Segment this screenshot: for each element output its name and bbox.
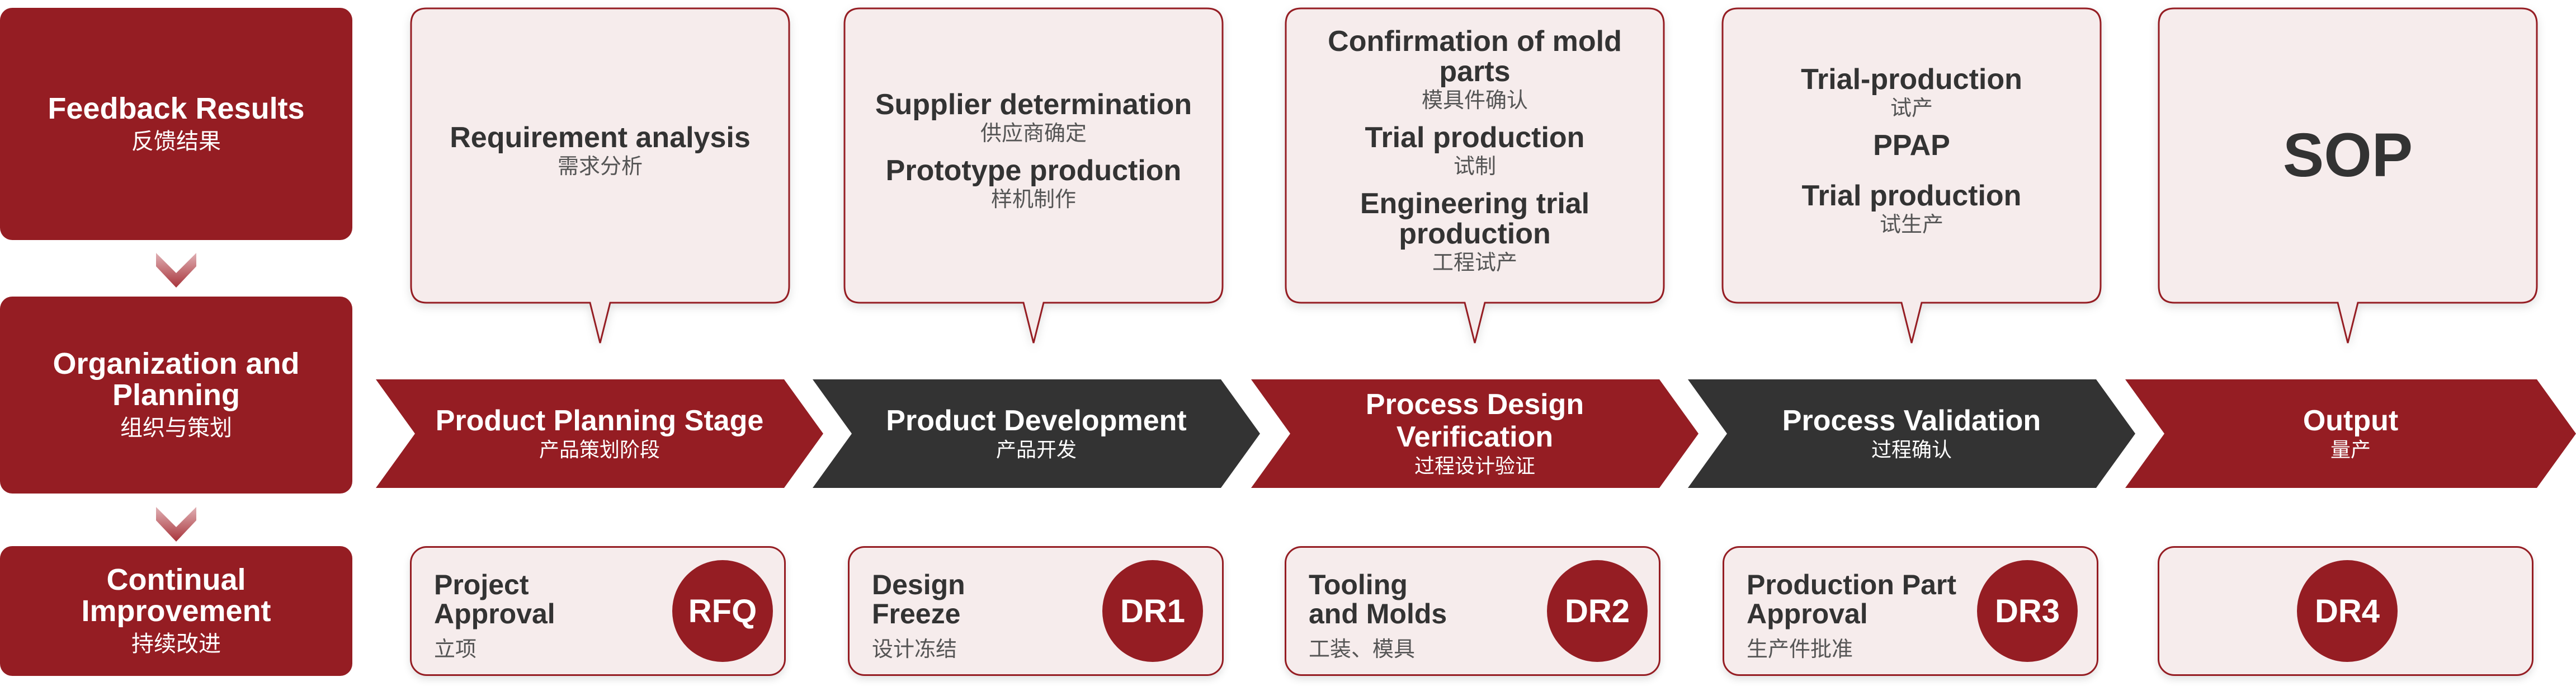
milestone-title-en: Tooling and Molds	[1309, 569, 1447, 629]
stage-arrow	[2125, 379, 2576, 488]
stage-title-en: Product Development	[886, 405, 1187, 437]
stage-arrow	[1251, 379, 1699, 488]
callout-shape	[1285, 7, 1665, 344]
milestone-badge: DR3	[1977, 560, 2078, 662]
milestone-badge: RFQ	[672, 560, 773, 662]
stage-arrow-band	[376, 379, 2576, 488]
callout-item-zh: 模具件确认	[1421, 89, 1528, 112]
side-box-feedback-results: Feedback Results 反馈结果	[0, 8, 352, 240]
side-title-zh: 持续改进	[131, 632, 221, 656]
callout-bubble: SOP	[2158, 7, 2538, 344]
stage-arrow	[1688, 379, 2135, 488]
callout-shape	[843, 7, 1224, 344]
callout-item-zh: 试制	[1453, 155, 1496, 178]
callout-item-en: Trial-production	[1801, 63, 2022, 96]
callout-item-en: Trial production	[1365, 121, 1585, 154]
side-title-en: Continual Improvement	[81, 563, 271, 628]
milestone-badge: DR1	[1102, 560, 1203, 662]
milestone-card: DR4	[2158, 546, 2533, 676]
callout-item-zh: 样机制作	[990, 188, 1076, 212]
callout-item-zh: 需求分析	[557, 155, 643, 178]
stage-label: Process Validation 过程确认	[1727, 379, 2096, 488]
callout-item-en: PPAP	[1873, 129, 1950, 162]
callout-item-zh: 工程试产	[1432, 251, 1517, 275]
milestone-badge: DR2	[1547, 560, 1648, 662]
callout-item-en: Engineering trial production	[1360, 187, 1590, 250]
stage-arrow	[813, 379, 1260, 488]
chevron-down-icon	[156, 507, 196, 542]
milestone-text: Design Freeze 设计冻结	[872, 570, 1017, 663]
milestone-title-zh: 生产件批准	[1747, 638, 1853, 661]
milestone-title-en: Production Part Approval	[1747, 569, 1957, 629]
callout-item-zh: 试产	[1890, 97, 1933, 120]
milestone-card: Production Part Approval 生产件批准 DR3	[1723, 546, 2098, 676]
side-title-en: Feedback Results	[48, 91, 305, 125]
callout-shape	[1721, 7, 2102, 344]
stage-label: Product Planning Stage 产品策划阶段	[415, 379, 784, 488]
milestone-card: Project Approval 立项 RFQ	[410, 546, 786, 676]
stage-title-en: Process Validation	[1782, 405, 2041, 437]
stage-title-zh: 量产	[2330, 438, 2371, 461]
stage-label: Process Design Verification 过程设计验证	[1290, 379, 1659, 488]
side-box-continual-improvement: Continual Improvement 持续改进	[0, 546, 352, 676]
callout-item-en: Supplier determination	[875, 88, 1192, 121]
milestone-title-en: Design Freeze	[872, 569, 965, 629]
callout-shape	[2158, 7, 2538, 344]
stage-title-zh: 过程设计验证	[1414, 454, 1535, 477]
milestone-card: Tooling and Molds 工装、模具 DR2	[1285, 546, 1660, 676]
callout-item-en: Requirement analysis	[450, 121, 751, 154]
milestone-title-zh: 设计冻结	[872, 638, 957, 661]
callout-content: SOP	[2158, 7, 2538, 304]
callout-item-en: Confirmation of mold parts	[1328, 25, 1622, 88]
stage-label: Product Development 产品开发	[852, 379, 1221, 488]
callout-shape	[410, 7, 790, 344]
callout-item-zh: 供应商确定	[980, 122, 1087, 145]
milestone-title-zh: 工装、模具	[1309, 638, 1416, 661]
milestone-title-en: Project Approval	[434, 569, 555, 629]
side-box-organization-planning: Organization and Planning 组织与策划	[0, 297, 352, 494]
callout-item-zh: 试生产	[1879, 213, 1943, 237]
side-title-zh: 组织与策划	[120, 416, 232, 440]
chevron-down-icon	[156, 253, 196, 288]
milestone-text: Project Approval 立项	[434, 570, 579, 663]
side-title-en: Organization and Planning	[53, 347, 300, 412]
stage-title-en: Process Design Verification	[1365, 388, 1584, 453]
milestone-text: Production Part Approval 生产件批准	[1747, 570, 1993, 663]
stage-label: Output 量产	[2164, 379, 2537, 488]
callout-item-en: Prototype production	[885, 154, 1182, 187]
stage-title-zh: 产品策划阶段	[539, 438, 660, 461]
stage-title-zh: 产品开发	[996, 438, 1077, 461]
side-title-zh: 反馈结果	[131, 129, 221, 154]
stage-title-zh: 过程确认	[1871, 438, 1952, 461]
stage-title-en: Product Planning Stage	[435, 405, 764, 437]
stage-title-en: Output	[2303, 405, 2399, 437]
milestone-badge: DR4	[2297, 560, 2398, 662]
callout-item-en: Trial production	[1801, 180, 2022, 212]
milestone-title-zh: 立项	[434, 638, 477, 661]
milestone-card: Design Freeze 设计冻结 DR1	[848, 546, 1224, 676]
milestone-text: Tooling and Molds 工装、模具	[1309, 570, 1454, 663]
stage-arrow	[376, 379, 823, 488]
callout-big-label: SOP	[2282, 121, 2413, 190]
